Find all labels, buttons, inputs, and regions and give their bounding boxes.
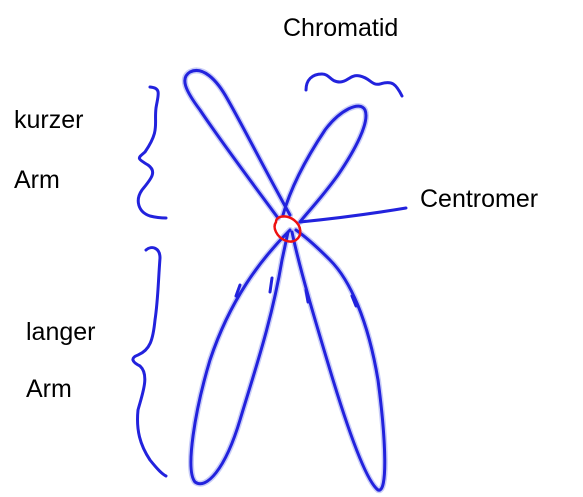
upper-right-chromatid-arm: [283, 106, 366, 222]
centromere-pointer-line: [300, 208, 406, 222]
centromere-label: Centromer: [420, 187, 538, 212]
lower-right-chromatid-arm: [292, 230, 385, 490]
lower-right-arm-tick: [306, 290, 308, 302]
chromatid-squiggle: [306, 74, 402, 96]
lower-left-arm-tick-2: [270, 278, 272, 292]
lower-left-chromatid-arm: [191, 230, 290, 484]
short-arm-label-line1: kurzer: [14, 108, 83, 133]
long-arm-label-line2: Arm: [26, 377, 72, 402]
long-arm-brace: [133, 248, 166, 476]
chromatid-label: Chromatid: [283, 16, 398, 41]
short-arm-brace: [138, 87, 166, 218]
upper-left-chromatid-arm: [185, 70, 290, 218]
short-arm-label-line2: Arm: [14, 168, 60, 193]
long-arm-label-line1: langer: [26, 320, 96, 345]
